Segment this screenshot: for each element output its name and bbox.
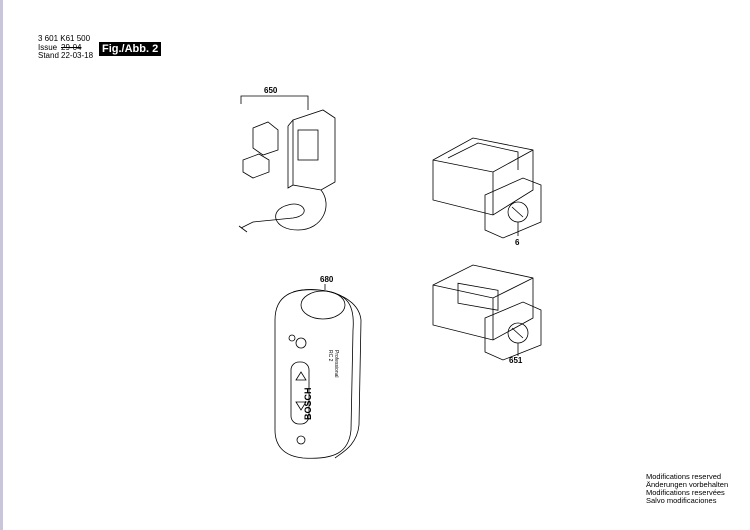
modifications-notice: Modifications reserved Änderungen vorbeh…	[646, 473, 728, 505]
part-label-651: 651	[509, 356, 523, 365]
battery-pack-icon	[432, 264, 542, 361]
charger-adapter-icon	[238, 95, 336, 233]
part-label-650: 650	[264, 86, 278, 95]
part-label-6: 6	[515, 238, 520, 247]
stand-label: Stand	[38, 51, 59, 60]
footer-line: Salvo modificaciones	[646, 496, 717, 505]
part-label-680: 680	[320, 275, 334, 284]
stand-value: 22-03-18	[61, 51, 94, 60]
remote-control-icon	[274, 284, 362, 459]
figure-label: Fig./Abb. 2	[99, 42, 162, 56]
footer-line: Modifications reservées	[646, 488, 725, 497]
remote-line: Professional	[333, 350, 339, 378]
part-number: 3 601 K61 500	[38, 34, 91, 43]
footer-line: Änderungen vorbehalten	[646, 480, 729, 489]
issue-label: Issue	[38, 43, 58, 52]
issue-value: 29-04	[61, 43, 82, 52]
parts-drawing	[238, 95, 542, 459]
battery-box-icon	[432, 137, 542, 239]
remote-brand: BOSCH	[303, 387, 313, 420]
footer-line: Modifications reserved	[646, 472, 722, 481]
